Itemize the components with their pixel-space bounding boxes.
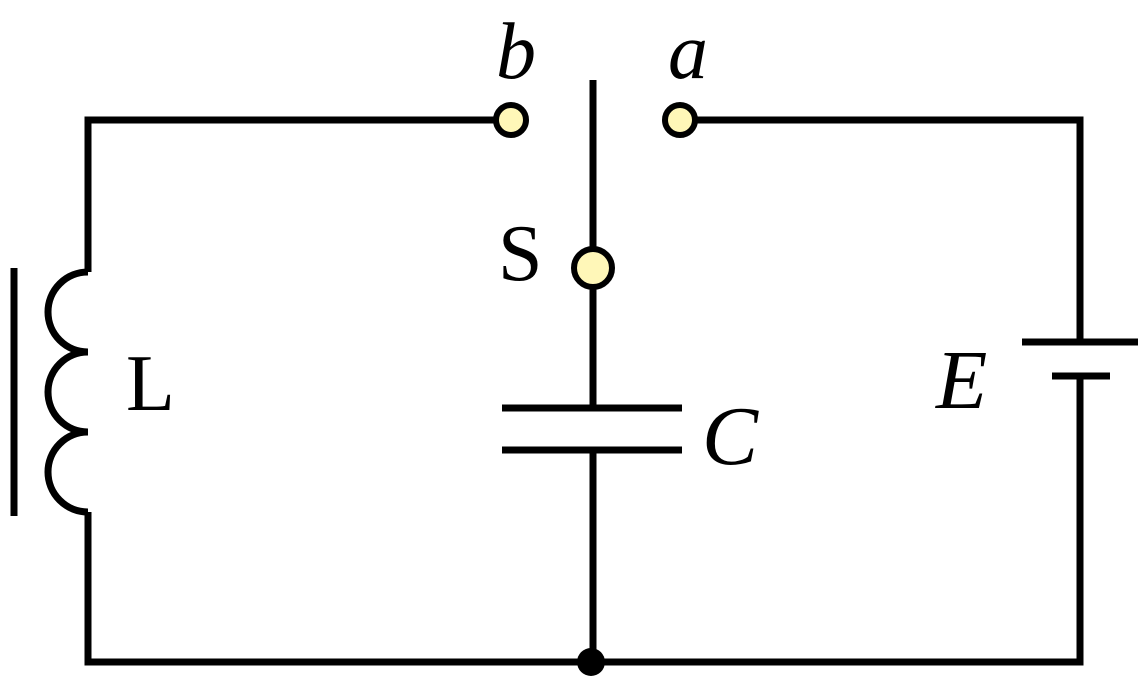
terminal-a-node — [662, 102, 698, 138]
wire-top-left — [84, 116, 511, 272]
terminal-b-node — [493, 102, 529, 138]
wire-bottom — [84, 376, 1084, 666]
label-switch: S — [498, 210, 543, 298]
inductor-coil — [44, 268, 89, 516]
label-terminal-a: a — [668, 8, 708, 96]
label-capacitor: C — [702, 390, 759, 483]
wire-top-right — [680, 116, 1084, 342]
junction-dot — [577, 648, 605, 676]
label-inductor: L — [126, 340, 175, 428]
label-terminal-b: b — [496, 8, 536, 96]
switch-pivot-node — [571, 246, 615, 290]
label-battery: E — [935, 334, 987, 427]
